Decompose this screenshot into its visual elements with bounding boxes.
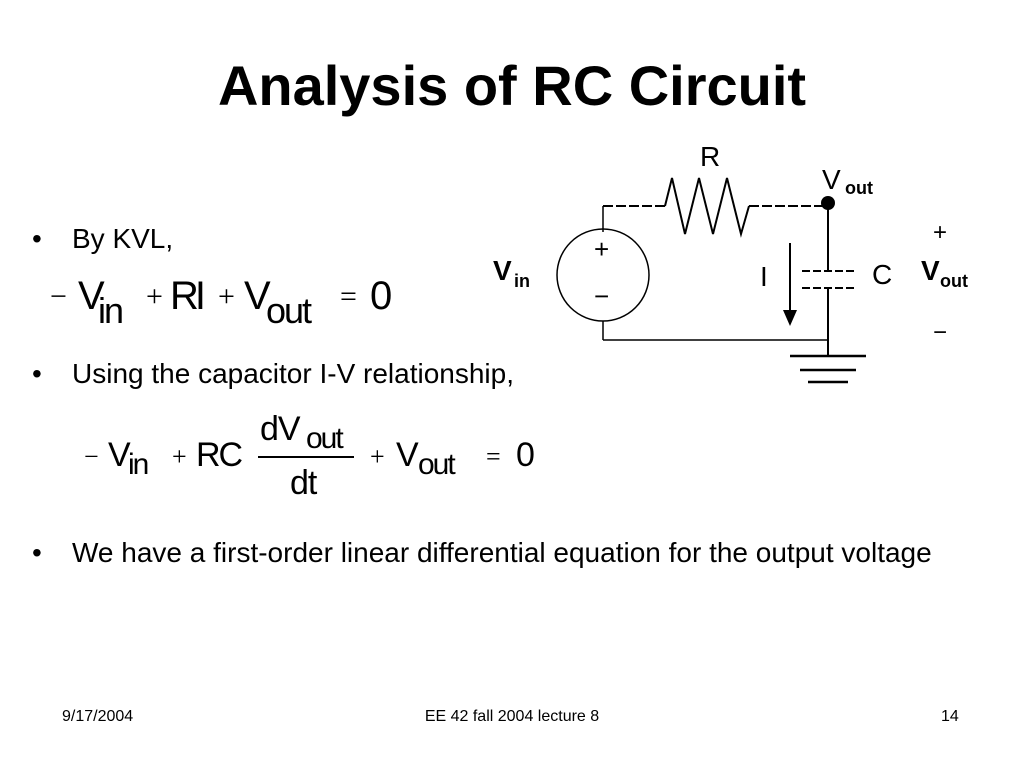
source-plus-sign: +	[594, 234, 609, 264]
output-vout-sub: out	[940, 271, 968, 291]
bullet-text: Using the capacitor I-V relationship,	[72, 358, 514, 389]
eq2-v-in: V	[108, 436, 131, 474]
eq2-plus-2: +	[370, 442, 385, 471]
eq1-plus-1: +	[146, 280, 163, 313]
source-minus-sign: −	[594, 281, 609, 311]
resistor-symbol	[664, 177, 750, 238]
eq2-numerator-out-sub: out	[306, 422, 344, 455]
footer-date: 9/17/2004	[62, 708, 134, 725]
eq1-v-in: V	[78, 274, 105, 318]
eq1-minus: −	[50, 280, 67, 313]
node-vout-sub: out	[845, 178, 873, 198]
bullet-marker: •	[32, 537, 42, 568]
eq2-minus: −	[84, 442, 99, 471]
capacitor-label: C	[872, 259, 892, 290]
eq1-out-sub: out	[266, 290, 312, 331]
eq1-zero: 0	[370, 274, 393, 318]
eq2-out-sub: out	[418, 448, 456, 481]
footer-course: EE 42 fall 2004 lecture 8	[424, 708, 600, 725]
bullet-text: We have a first-order linear differentia…	[72, 537, 932, 568]
eq2-fraction-bar	[258, 456, 354, 458]
bullet-marker: •	[32, 223, 42, 254]
node-vout-label: V	[822, 164, 841, 195]
bullet-kvl: • By KVL,	[32, 220, 174, 258]
resistor-label: R	[700, 141, 720, 172]
eq1-equals: =	[340, 280, 357, 313]
bullet-marker: •	[32, 358, 42, 389]
eq2-denominator-dt: dt	[290, 464, 317, 502]
eq2-zero: 0	[516, 436, 535, 474]
eq1-v-out: V	[244, 274, 271, 318]
eq1-ri: RI	[170, 274, 206, 318]
output-minus-sign: −	[933, 319, 947, 346]
vout-node-dot	[821, 196, 835, 210]
eq2-v-out: V	[396, 436, 419, 474]
bullet-text: By KVL,	[72, 223, 174, 254]
eq2-equals: =	[486, 442, 501, 471]
source-vin-sub: in	[514, 271, 530, 291]
rc-circuit-diagram: R V out + − V in I C + V out −	[493, 141, 968, 384]
ground-symbol	[790, 354, 866, 384]
eq2-numerator-dv: dV	[260, 410, 301, 448]
bullet-first-order: • We have a first-order linear different…	[32, 534, 952, 572]
current-arrow-head	[783, 310, 797, 326]
slide-title: Analysis of RC Circuit	[217, 54, 807, 117]
eq2-rc: RC	[196, 436, 243, 474]
eq2-in-sub: in	[128, 448, 149, 481]
output-vout-label: V	[921, 255, 940, 286]
eq2-plus-1: +	[172, 442, 187, 471]
current-label: I	[760, 261, 768, 292]
source-vin-label: V	[493, 255, 512, 286]
bullet-capacitor-iv: • Using the capacitor I-V relationship,	[32, 355, 514, 393]
eq1-in-sub: in	[98, 290, 124, 331]
footer-page-number: 14	[941, 708, 959, 725]
output-plus-sign: +	[933, 219, 947, 246]
eq1-plus-2: +	[218, 280, 235, 313]
